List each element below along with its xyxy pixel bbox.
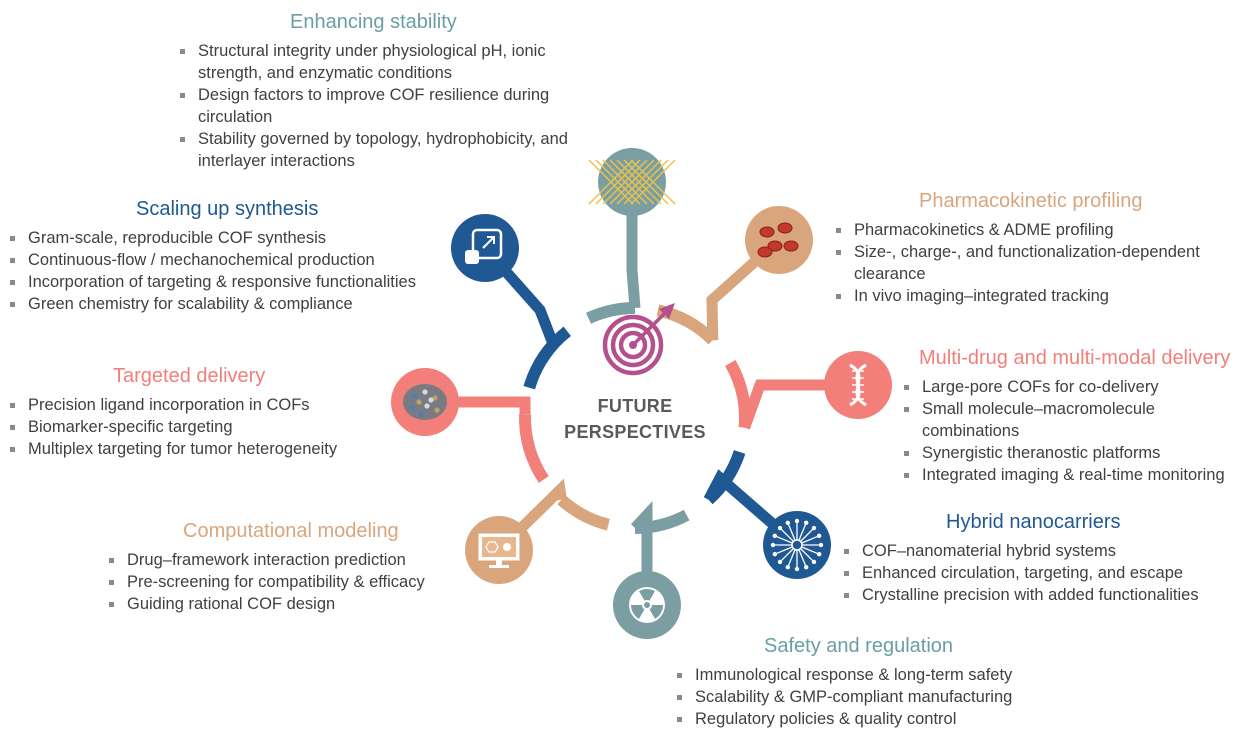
bullet-item: Drug–framework interaction prediction: [107, 549, 487, 571]
section-targeted-delivery: Targeted delivery Precision ligand incor…: [8, 364, 408, 460]
section-safety-and-regulation: Safety and regulation Immunological resp…: [675, 634, 1095, 730]
bullet-item: Guiding rational COF design: [107, 593, 487, 615]
section-scaling-up-synthesis: Scaling up synthesis Gram-scale, reprodu…: [8, 197, 478, 315]
porous-material-icon: [391, 368, 459, 436]
target-ring: [618, 330, 648, 360]
molecule-monitor-icon: [465, 516, 533, 584]
bullet-item: Precision ligand incorporation in COFs: [8, 394, 408, 416]
bullet-item: Immunological response & long-term safet…: [675, 664, 1095, 686]
bullet-item: Regulatory policies & quality control: [675, 708, 1095, 730]
nanoparticle-icon: [763, 511, 831, 579]
ring-arc-coral-left: [519, 413, 549, 483]
section-title: Safety and regulation: [764, 635, 954, 657]
target-arrow-shaft: [631, 311, 667, 347]
icon-nodes: [391, 148, 892, 639]
target-arrow-fletch: [659, 303, 675, 319]
ring-arc-navy-topleft: [523, 326, 572, 390]
bullet-item: Size-, charge-, and functionalization-de…: [834, 241, 1254, 285]
center-label-line2: PERSPECTIVES: [564, 422, 706, 442]
bullet-item: Large-pore COFs for co-delivery: [902, 376, 1256, 398]
target-ring: [610, 322, 656, 368]
section-multi-drug-delivery: Multi-drug and multi-modal delivery Larg…: [902, 346, 1256, 486]
connector-hybrid: [703, 469, 801, 550]
section-title: Pharmacokinetic profiling: [919, 190, 1143, 212]
bullet-item: Scalability & GMP-compliant manufacturin…: [675, 686, 1095, 708]
lattice-icon: [588, 148, 676, 216]
bullet-item: Integrated imaging & real-time monitorin…: [902, 464, 1256, 486]
bullet-item: Crystalline precision with added functio…: [842, 584, 1252, 606]
section-enhancing-stability: Enhancing stability Structural integrity…: [178, 10, 598, 172]
target-ring: [602, 314, 664, 376]
section-title: Scaling up synthesis: [136, 198, 319, 220]
section-computational-modeling: Computational modeling Drug–framework in…: [107, 519, 487, 615]
icon-circle: [745, 206, 813, 274]
section-pharmacokinetic-profiling: Pharmacokinetic profiling Pharmacokineti…: [834, 189, 1254, 307]
bullet-item: COF–nanomaterial hybrid systems: [842, 540, 1252, 562]
bullet-item: Gram-scale, reproducible COF synthesis: [8, 227, 478, 249]
bullet-item: Green chemistry for scalability & compli…: [8, 293, 478, 315]
bullet-item: Synergistic theranostic platforms: [902, 442, 1256, 464]
bullet-item: Small molecule–macromolecule combination…: [902, 398, 1256, 442]
section-title: Targeted delivery: [113, 365, 266, 387]
bullet-item: Stability governed by topology, hydropho…: [178, 128, 598, 172]
bullet-item: Structural integrity under physiological…: [178, 40, 598, 84]
center-label-line1: FUTURE: [597, 396, 673, 416]
bullet-item: Enhanced circulation, targeting, and esc…: [842, 562, 1252, 584]
bullet-item: Pharmacokinetics & ADME profiling: [834, 219, 1254, 241]
scale-up-icon: [451, 214, 519, 282]
bullet-item: Incorporation of targeting & responsive …: [8, 271, 478, 293]
dna-icon: [824, 351, 892, 419]
blood-cells-icon: [745, 206, 813, 274]
bullet-item: Multiplex targeting for tumor heterogene…: [8, 438, 408, 460]
radiation-icon: [613, 571, 681, 639]
section-title: Multi-drug and multi-modal delivery: [919, 347, 1231, 369]
bullet-item: In vivo imaging–integrated tracking: [834, 285, 1254, 307]
bullet-list: Immunological response & long-term safet…: [675, 664, 1095, 730]
bullet-item: Design factors to improve COF resilience…: [178, 84, 598, 128]
ring-arc-tan-bottomleft: [557, 495, 610, 531]
section-title: Computational modeling: [183, 520, 399, 542]
center-label: FUTURE PERSPECTIVES: [545, 393, 725, 445]
target-icon: [602, 303, 675, 376]
section-title: Hybrid nanocarriers: [946, 511, 1121, 533]
bullet-item: Continuous-flow / mechanochemical produc…: [8, 249, 478, 271]
icon-circle: [451, 214, 519, 282]
bullet-item: Biomarker-specific targeting: [8, 416, 408, 438]
bullet-list: Structural integrity under physiological…: [178, 40, 598, 172]
section-hybrid-nanocarriers: Hybrid nanocarriers COF–nanomaterial hyb…: [842, 510, 1252, 606]
bullet-item: Pre-screening for compatibility & effica…: [107, 571, 487, 593]
section-title: Enhancing stability: [290, 11, 457, 33]
